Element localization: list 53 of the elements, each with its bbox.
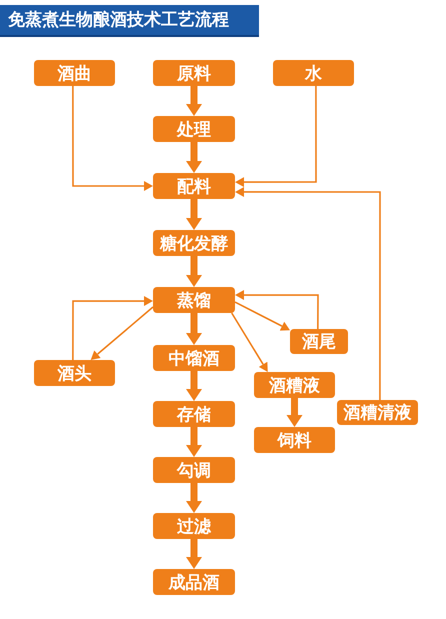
process-box <box>34 360 115 386</box>
step-label: 勾调 <box>177 460 211 482</box>
step-label: 中馏酒 <box>168 348 220 370</box>
arrow <box>235 86 317 188</box>
arrow <box>235 186 381 400</box>
step-label: 酒糟液 <box>269 374 320 396</box>
process-box <box>273 60 354 86</box>
process-box <box>34 60 115 86</box>
process-box <box>153 287 235 313</box>
process-box <box>153 173 235 199</box>
process-box <box>153 345 235 371</box>
process-box <box>254 372 335 398</box>
arrow <box>231 312 268 372</box>
process-box <box>290 329 348 354</box>
step-label: 过滤 <box>177 516 211 538</box>
thick-arrow <box>186 483 202 513</box>
step-label: 酒曲 <box>58 62 92 84</box>
thick-arrow <box>186 313 202 345</box>
step-label: 酒糟清液 <box>344 402 412 424</box>
thick-arrow <box>186 256 202 287</box>
step-label: 处理 <box>177 118 211 140</box>
step-label: 水 <box>305 62 322 84</box>
process-box <box>153 513 235 539</box>
process-box <box>254 427 335 453</box>
process-box <box>153 60 235 86</box>
arrow <box>90 306 154 360</box>
arrow <box>72 86 153 191</box>
step-label: 饲料 <box>278 430 312 452</box>
step-label: 原料 <box>177 62 211 84</box>
thick-arrow <box>186 427 202 457</box>
thick-arrow <box>186 199 202 230</box>
thick-arrow <box>186 371 202 401</box>
step-label: 糖化发酵 <box>160 232 228 254</box>
step-label: 配料 <box>177 176 211 198</box>
process-box <box>153 457 235 483</box>
arrow <box>234 301 290 331</box>
arrow <box>235 290 319 329</box>
thick-arrow <box>286 398 302 427</box>
step-label: 酒头 <box>58 362 92 384</box>
thick-arrow <box>186 142 202 173</box>
title-banner: 免蒸煮生物酿酒技术工艺流程 <box>0 5 259 37</box>
process-box <box>153 230 235 256</box>
arrow <box>72 296 153 360</box>
thick-arrow <box>186 86 202 116</box>
step-label: 存储 <box>177 404 211 426</box>
process-box <box>153 116 235 142</box>
step-label: 酒尾 <box>302 331 336 353</box>
thick-arrow <box>186 539 202 569</box>
process-box <box>153 569 235 595</box>
process-box <box>337 400 418 425</box>
process-box <box>153 401 235 427</box>
step-label: 成品酒 <box>168 572 220 594</box>
step-label: 蒸馏 <box>177 290 211 312</box>
